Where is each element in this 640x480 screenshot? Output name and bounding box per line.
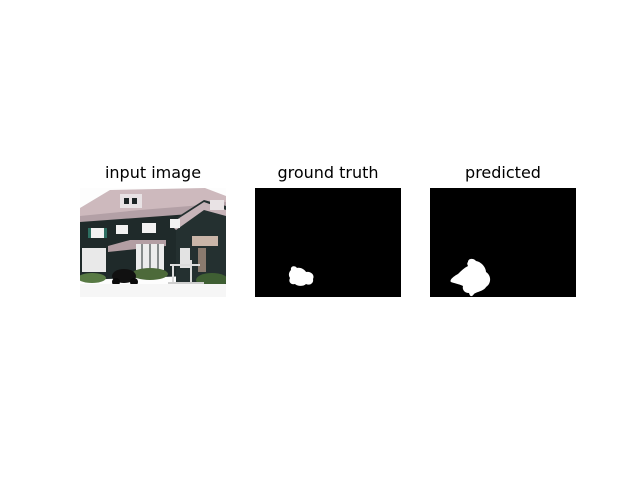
panel-title-input-image: input image	[104, 163, 202, 182]
input-image-photo	[80, 188, 226, 297]
ground-truth-mask	[255, 188, 401, 297]
predicted-mask	[430, 188, 576, 297]
predicted-mask-image	[430, 188, 576, 297]
panel-title-ground-truth: ground truth	[277, 163, 379, 182]
panel-title-predicted: predicted	[465, 163, 541, 182]
input-image	[80, 188, 226, 297]
ground-truth-mask-image	[255, 188, 401, 297]
